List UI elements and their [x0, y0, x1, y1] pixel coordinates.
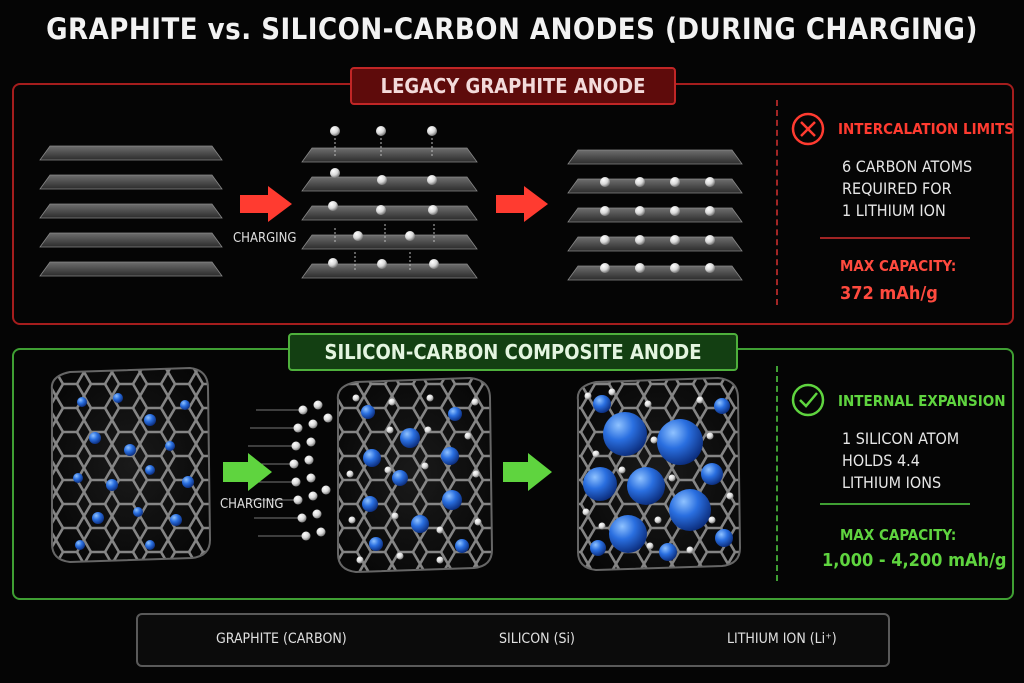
silicon-info-text: 1 SILICON ATOM HOLDS 4.4 LITHIUM IONS [842, 428, 959, 494]
graphite-section-tag: LEGACY GRAPHITE ANODE [350, 67, 676, 105]
graphite-info-line: REQUIRED FOR [842, 179, 952, 198]
graphite-stack-charged [567, 149, 743, 281]
sic-cage-initial [50, 366, 212, 564]
check-circle-icon [791, 383, 825, 417]
graphite-capacity-value: 372 mAh/g [840, 283, 938, 304]
legend [136, 613, 890, 667]
graphite-charging-label: CHARGING [233, 231, 297, 246]
lithium-ion-stream [246, 400, 333, 541]
charging-arrow-red-2 [496, 186, 548, 222]
silicon-info-line: LITHIUM IONS [842, 473, 942, 492]
graphite-info-text: 6 CARBON ATOMS REQUIRED FOR 1 LITHIUM IO… [842, 156, 972, 222]
charging-arrow-red-1 [240, 186, 292, 222]
legend-label-graphite: GRAPHITE (CARBON) [216, 631, 347, 647]
graphite-info-line: 6 CARBON ATOMS [842, 157, 973, 176]
sic-cage-charged [576, 376, 742, 572]
x-circle-icon [791, 112, 825, 146]
silicon-charging-label: CHARGING [220, 497, 284, 512]
graphite-divider [776, 100, 778, 305]
charging-arrow-green-2 [503, 453, 552, 491]
silicon-section-tag: SILICON-CARBON COMPOSITE ANODE [288, 333, 738, 371]
silicon-info-heading: INTERNAL EXPANSION [838, 392, 1006, 410]
graphite-capacity-label: MAX CAPACITY: [840, 257, 957, 275]
charging-arrow-green-1 [223, 453, 272, 491]
silicon-info-line: 1 SILICON ATOM [842, 429, 960, 448]
silicon-info-line: HOLDS 4.4 [842, 451, 920, 470]
sic-cage-charging [336, 376, 494, 574]
legend-label-lithium: LITHIUM ION (Li⁺) [727, 631, 837, 647]
silicon-capacity-label: MAX CAPACITY: [840, 526, 957, 544]
graphite-info-heading: INTERCALATION LIMITS [838, 120, 1015, 138]
silicon-capacity-value: 1,000 - 4,200 mAh/g [822, 550, 1007, 571]
graphite-stack-charging [301, 126, 478, 279]
legend-label-silicon: SILICON (Si) [499, 631, 575, 647]
silicon-divider [776, 366, 778, 581]
graphite-info-line: 1 LITHIUM ION [842, 201, 946, 220]
graphite-stack-initial [39, 145, 223, 277]
graphite-info-separator [820, 237, 970, 239]
silicon-info-separator [820, 503, 970, 505]
page-title: GRAPHITE vs. SILICON-CARBON ANODES (DURI… [46, 12, 978, 46]
